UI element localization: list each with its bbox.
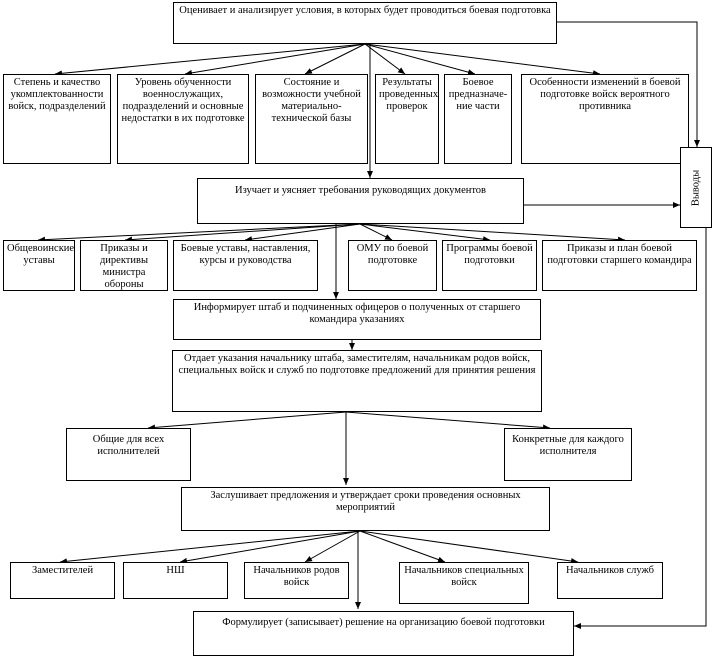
deputies-box: Заместителей	[10, 562, 115, 599]
material-base-box: Состояние и возможности учебной материал…	[255, 74, 368, 164]
service-chiefs-box: Начальников служб	[557, 562, 663, 599]
specific-for-each-box: Конкретные для каждого исполнителя	[504, 428, 632, 481]
enemy-features-box: Особенности изменений в боевой подготовк…	[521, 74, 689, 164]
give-instructions-box: Отдает указания начальнику штаба, замест…	[172, 350, 542, 412]
conclusions-box: Выводы	[680, 147, 712, 228]
inform-staff-box: Информирует штаб и подчиненных офицеров …	[173, 299, 541, 340]
hear-proposals-box: Заслушивает предложения и утверждает сро…	[181, 487, 550, 531]
staffing-level-box: Степень и качество укомплектованности во…	[3, 74, 111, 164]
training-level-box: Уровень обученности военнослужащих, подр…	[117, 74, 249, 164]
senior-orders-box: Приказы и план боевой подготовки старшег…	[542, 240, 697, 291]
branch-chiefs-box: Начальников родов войск	[244, 562, 349, 599]
conclusions-label: Выводы	[690, 169, 702, 206]
combat-purpose-box: Боевое предназначе-ние части	[444, 74, 512, 164]
formulate-decision-box: Формулирует (записывает) решение на орга…	[193, 611, 574, 656]
inspection-results-box: Результаты проведенных проверок	[375, 74, 439, 164]
omu-box: ОМУ по боевой подготовке	[348, 240, 437, 291]
study-documents-box: Изучает и уясняет требования руководящих…	[197, 178, 524, 224]
assess-conditions-box: Оценивает и анализирует условия, в котор…	[173, 2, 557, 44]
general-regulations-box: Общевоинские уставы	[3, 240, 75, 291]
special-troops-chiefs-box: Начальников специальных войск	[399, 562, 529, 604]
general-for-all-box: Общие для всех исполнителей	[66, 428, 191, 481]
nsh-box: НШ	[123, 562, 228, 599]
combat-manuals-box: Боевые уставы, наставления, курсы и руко…	[173, 240, 318, 291]
training-programs-box: Программы боевой подготовки	[442, 240, 537, 291]
defense-orders-box: Приказы и директивы министра обороны Рос…	[80, 240, 168, 291]
